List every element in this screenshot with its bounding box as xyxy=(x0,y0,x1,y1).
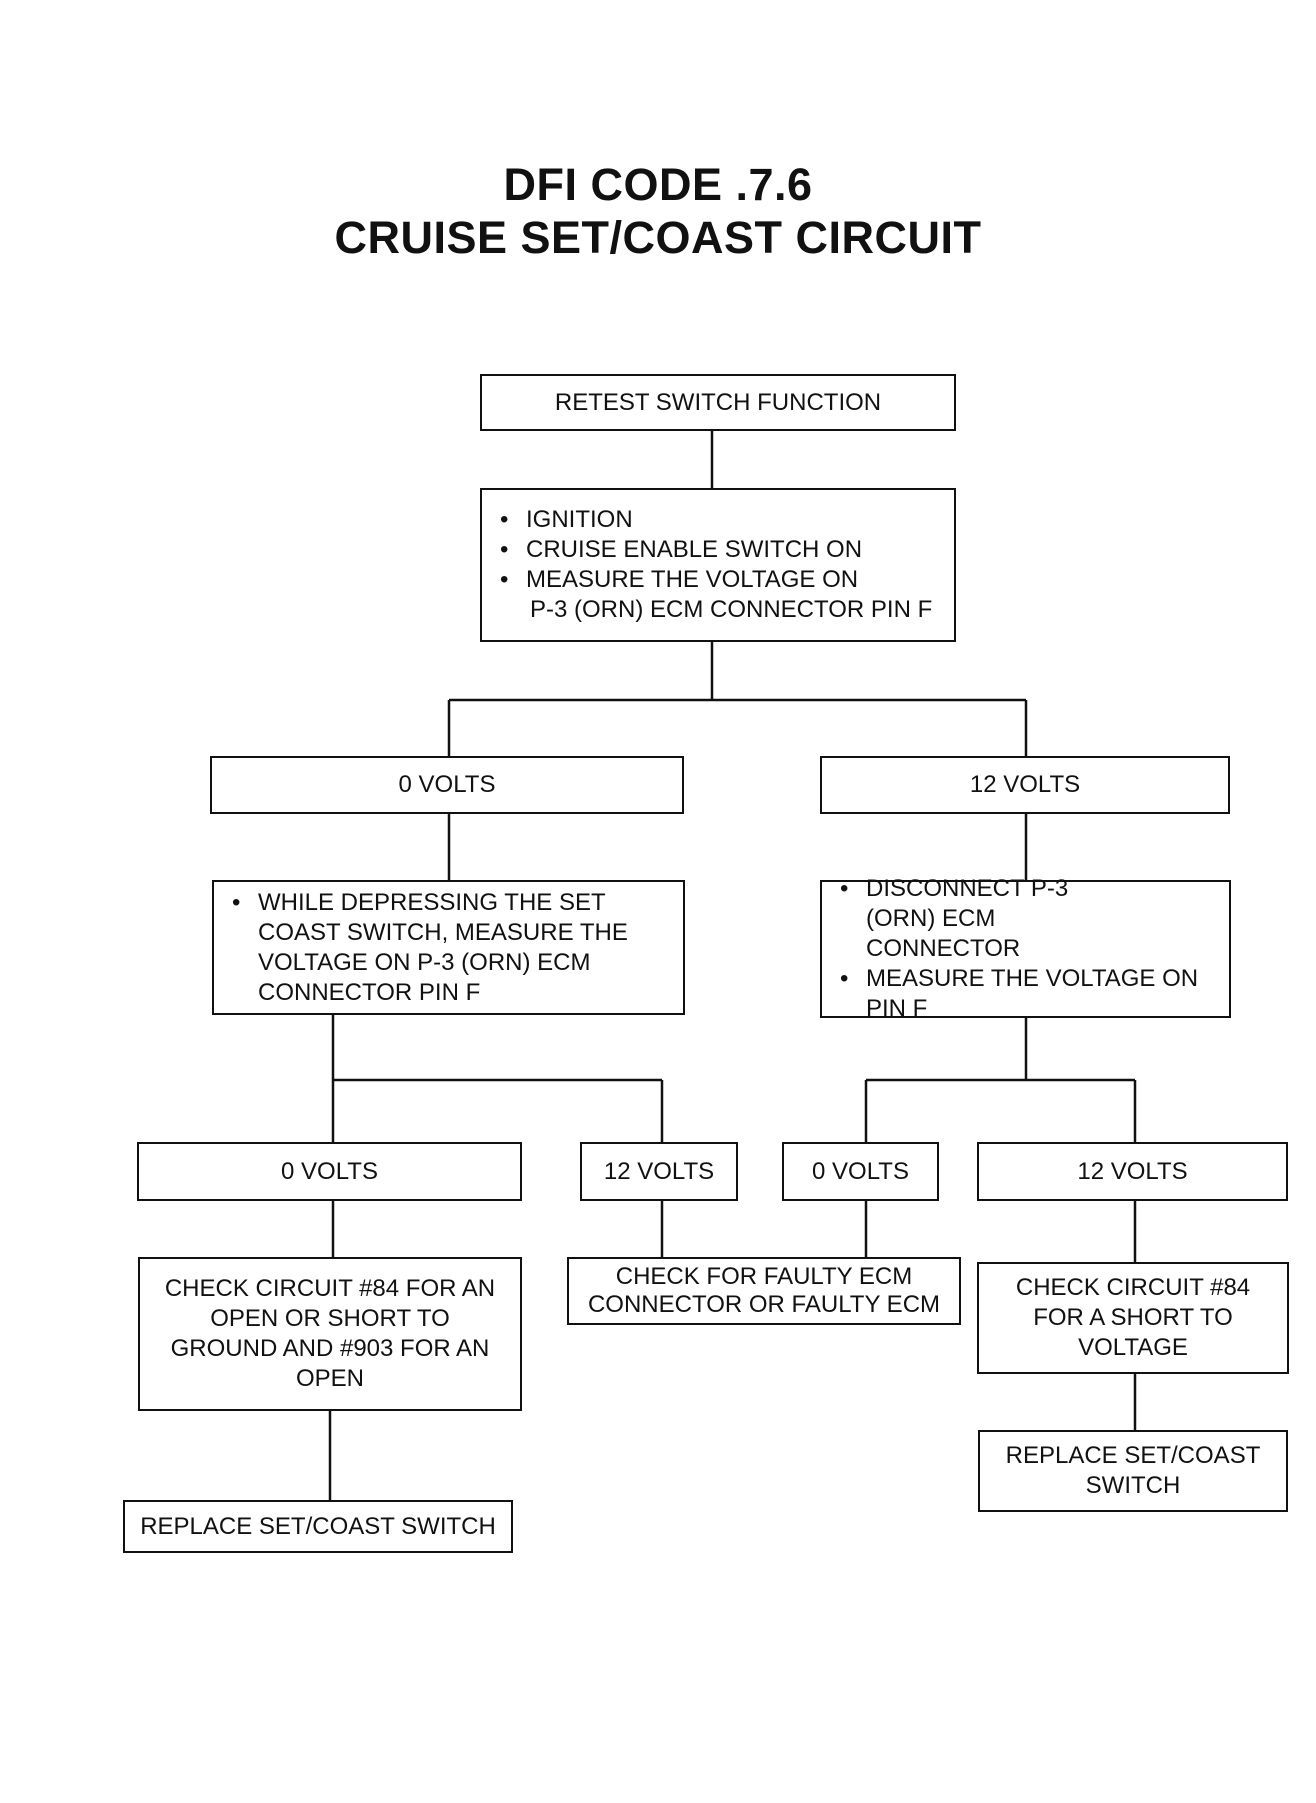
step-item: MEASURE THE VOLTAGE ON xyxy=(500,565,966,595)
twelve-volts-box: 12 VOLTS xyxy=(977,1142,1288,1201)
box-label: CHECK FOR FAULTY ECM CONNECTOR OR FAULTY… xyxy=(587,1263,941,1318)
box-label: RETEST SWITCH FUNCTION xyxy=(554,388,882,416)
twelve-volts-box: 12 VOLTS xyxy=(580,1142,738,1201)
step-item: DISCONNECT P-3 (ORN) ECM CONNECTOR xyxy=(840,874,1223,964)
check-circuit-84-903-box: CHECK CIRCUIT #84 FOR AN OPEN OR SHORT T… xyxy=(138,1257,522,1411)
check-circuit-84-short-box: CHECK CIRCUIT #84 FOR A SHORT TO VOLTAGE xyxy=(977,1262,1289,1374)
check-faulty-ecm-box: CHECK FOR FAULTY ECM CONNECTOR OR FAULTY… xyxy=(567,1257,961,1325)
step-list: DISCONNECT P-3 (ORN) ECM CONNECTOR MEASU… xyxy=(822,874,1223,1024)
box-label: 12 VOLTS xyxy=(1077,1157,1188,1185)
retest-switch-function-box: RETEST SWITCH FUNCTION xyxy=(480,374,956,431)
zero-volts-box: 0 VOLTS xyxy=(137,1142,522,1201)
box-label: 12 VOLTS xyxy=(969,771,1081,798)
replace-set-coast-switch-box: REPLACE SET/COAST SWITCH xyxy=(123,1500,513,1553)
step-disconnect-measure-box: DISCONNECT P-3 (ORN) ECM CONNECTOR MEASU… xyxy=(820,874,1231,1022)
box-label: 0 VOLTS xyxy=(281,1157,378,1185)
diagram-subtitle: CRUISE SET/COAST CIRCUIT xyxy=(334,212,982,263)
step-list: IGNITION CRUISE ENABLE SWITCH ON MEASURE… xyxy=(482,505,966,595)
box-label: CHECK CIRCUIT #84 FOR AN OPEN OR SHORT T… xyxy=(164,1275,496,1392)
replace-set-coast-switch-box: REPLACE SET/COAST SWITCH xyxy=(978,1430,1288,1512)
box-label: 12 VOLTS xyxy=(603,1157,715,1185)
step-item: CRUISE ENABLE SWITCH ON xyxy=(500,535,966,565)
step-ignition-measure-box: IGNITION CRUISE ENABLE SWITCH ON MEASURE… xyxy=(480,488,956,642)
step-item: MEASURE THE VOLTAGE ON PIN F xyxy=(840,964,1223,1024)
diagram-title: DFI CODE .7.6 xyxy=(503,159,813,210)
step-item: WHILE DEPRESSING THE SET COAST SWITCH, M… xyxy=(232,888,677,1008)
box-label: REPLACE SET/COAST SWITCH xyxy=(140,1512,496,1540)
twelve-volts-box: 12 VOLTS xyxy=(820,756,1230,814)
box-label: 0 VOLTS xyxy=(398,771,496,798)
step-list: WHILE DEPRESSING THE SET COAST SWITCH, M… xyxy=(214,888,677,1008)
step-item-continuation: P-3 (ORN) ECM CONNECTOR PIN F xyxy=(530,596,933,623)
step-depress-set-coast-box: WHILE DEPRESSING THE SET COAST SWITCH, M… xyxy=(212,880,685,1015)
zero-volts-box: 0 VOLTS xyxy=(782,1142,939,1201)
box-label: 0 VOLTS xyxy=(812,1157,909,1185)
box-label: CHECK CIRCUIT #84 FOR A SHORT TO VOLTAGE xyxy=(1015,1274,1251,1361)
zero-volts-box: 0 VOLTS xyxy=(210,756,684,814)
step-item: IGNITION xyxy=(500,505,966,535)
box-label: REPLACE SET/COAST SWITCH xyxy=(1005,1442,1261,1499)
